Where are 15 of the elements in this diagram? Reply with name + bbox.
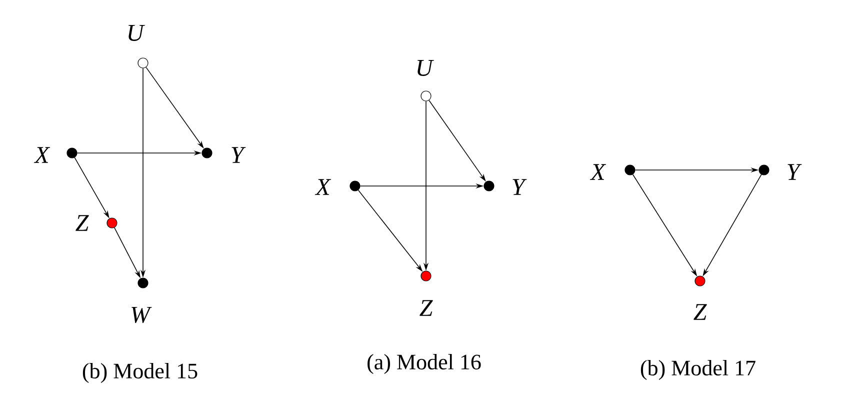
vertex-label: Z — [76, 215, 89, 231]
vertex-label: U — [418, 60, 434, 76]
subfigure-caption: (b) Model 17 — [640, 360, 756, 380]
vertex-label: Y — [512, 179, 527, 195]
vertex-label: X — [34, 147, 50, 163]
vertex-label: Z — [420, 300, 433, 316]
vertex-label: X — [590, 164, 606, 180]
vertex-label: X — [314, 179, 332, 195]
subfigure-caption: (a) Model 16 — [368, 354, 481, 374]
vertex-label: Y — [788, 164, 802, 180]
vertex-label: U — [128, 25, 145, 41]
vertex-label: W — [132, 306, 152, 324]
vertex-label: Z — [694, 304, 707, 320]
vertex-label: Y — [232, 147, 246, 163]
subfigure-caption: (b) Model 15 — [82, 363, 198, 383]
